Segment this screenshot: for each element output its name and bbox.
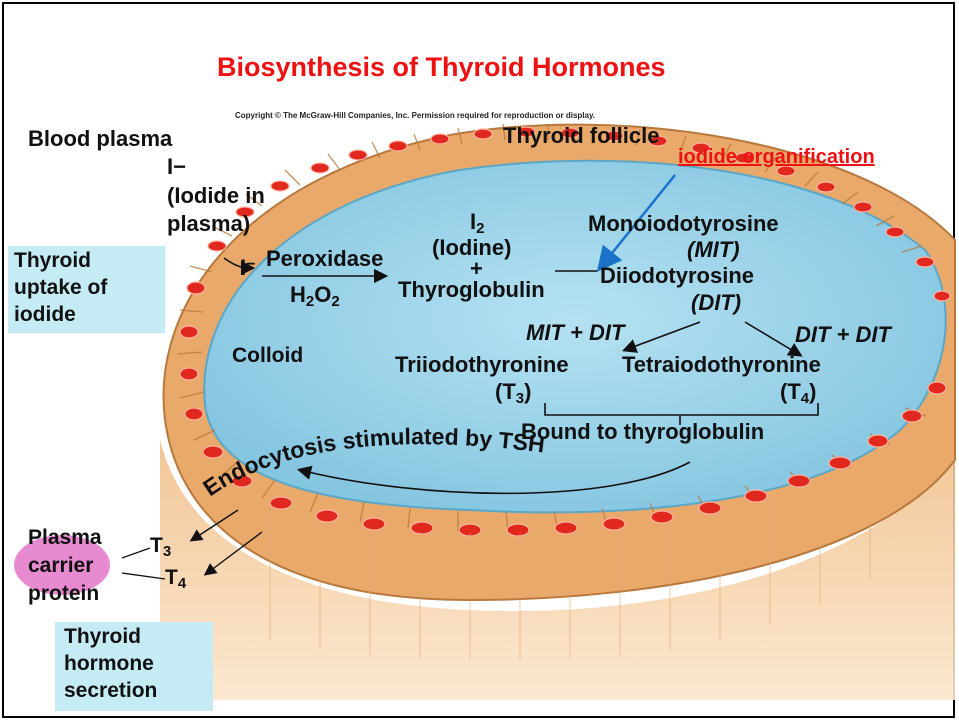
iodine-symbol-label: I2 xyxy=(470,210,484,237)
carrier-line3: protein xyxy=(28,583,99,606)
blood-plasma-label: Blood plasma xyxy=(28,127,172,151)
uptake-line3: iodide xyxy=(14,304,76,327)
h2o2-label: H2O2 xyxy=(290,283,340,310)
iodide-in-plasma-line1: (Iodide in xyxy=(167,184,265,208)
t3-label: (T3) xyxy=(495,380,531,407)
iodide-in-plasma-line2: plasma) xyxy=(167,212,250,236)
uptake-line2: uptake of xyxy=(14,277,107,300)
thyroid-follicle-label: Thyroid follicle xyxy=(503,124,659,148)
t3-secreted-label: T3 xyxy=(150,535,171,560)
monoiodotyrosine-label: Monoiodotyrosine xyxy=(588,212,779,236)
page-title: Biosynthesis of Thyroid Hormones xyxy=(217,52,666,83)
t4-carrier-link xyxy=(122,573,165,579)
diiodotyrosine-label: Diiodotyrosine xyxy=(600,264,754,288)
dit-label: (DIT) xyxy=(691,291,741,315)
iodide-organification-label: iodide organification xyxy=(678,146,875,169)
mit-dit-label: MIT + DIT xyxy=(526,321,624,345)
t3-carrier-link xyxy=(122,548,150,558)
iodide-ion-label: I− xyxy=(167,155,186,179)
bound-to-thyroglobulin-label: Bound to thyroglobulin xyxy=(521,420,764,444)
carrier-line1: Plasma xyxy=(28,527,102,550)
colloid-label: Colloid xyxy=(232,345,303,368)
t4-label: (T4) xyxy=(780,380,816,407)
mit-label: (MIT) xyxy=(687,238,740,262)
secretion-line2: hormone xyxy=(64,653,154,676)
copyright-notice: Copyright © The McGraw-Hill Companies, I… xyxy=(235,111,595,120)
triiodothyronine-label: Triiodothyronine xyxy=(395,353,569,377)
secretion-line1: Thyroid xyxy=(64,626,141,649)
iodide-in-follicle-label: I− xyxy=(240,256,255,280)
t4-secreted-label: T4 xyxy=(165,567,186,592)
uptake-line1: Thyroid xyxy=(14,250,91,273)
secretion-line3: secretion xyxy=(64,680,157,703)
tetraiodothyronine-label: Tetraiodothyronine xyxy=(622,353,821,377)
peroxidase-label: Peroxidase xyxy=(266,247,383,271)
carrier-line2: carrier xyxy=(28,555,93,578)
thyroglobulin-label: Thyroglobulin xyxy=(398,278,545,302)
dit-dit-label: DIT + DIT xyxy=(795,323,891,347)
